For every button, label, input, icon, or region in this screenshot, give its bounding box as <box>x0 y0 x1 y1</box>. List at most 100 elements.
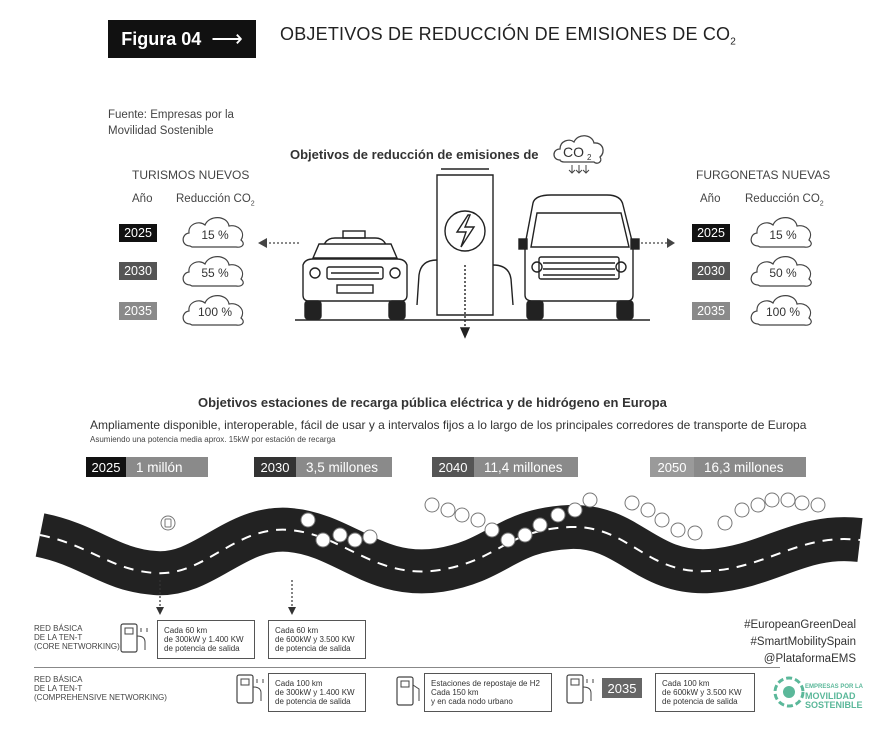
charger-icon <box>235 673 267 714</box>
vans-year-2025: 2025 <box>692 224 730 242</box>
cars-year-2025: 2025 <box>119 224 157 242</box>
vans-value-2025: 15 % <box>769 228 797 242</box>
vans-title: FURGONETAS NUEVAS <box>696 168 831 182</box>
pin-icon <box>810 497 826 513</box>
svg-text:2: 2 <box>587 153 592 162</box>
logo-text: EMPRESAS POR LA MOVILIDAD SOSTENIBLE <box>805 684 864 710</box>
road-illustration <box>30 485 870 620</box>
svg-text:CO: CO <box>563 144 584 160</box>
target-value: 3,5 millones <box>296 457 392 477</box>
cars-value-2025: 15 % <box>201 228 229 242</box>
pin-icon <box>160 515 176 531</box>
cloud-icon <box>180 251 250 296</box>
cloud-icon <box>748 290 818 335</box>
hashtags: #EuropeanGreenDeal #SmartMobilitySpain @… <box>700 617 856 668</box>
arrow-down-icon <box>288 607 296 615</box>
cars-year-2035: 2035 <box>119 302 157 320</box>
ev-charger-icon <box>416 168 514 339</box>
vans-value-2035: 100 % <box>765 305 801 319</box>
pin-icon <box>640 502 656 518</box>
pin-icon <box>424 497 440 513</box>
pin-icon <box>670 522 686 538</box>
target-value: 16,3 millones <box>694 457 806 477</box>
pin-icon <box>780 492 796 508</box>
cars-year-2030: 2030 <box>119 262 157 280</box>
target-year: 2030 <box>254 457 296 477</box>
vans-value-2030: 50 % <box>769 266 797 280</box>
target-year: 2025 <box>86 457 126 477</box>
pin-icon <box>470 512 486 528</box>
divider <box>34 667 780 668</box>
cloud-icon <box>748 212 818 257</box>
vans-col-year: Año <box>700 193 721 205</box>
cloud-icon <box>180 212 250 257</box>
arrow-left-icon <box>258 238 299 248</box>
pin-icon <box>532 517 548 533</box>
vans-col-reduction: Reducción CO2 <box>745 193 824 208</box>
vehicles-illustration <box>255 165 675 350</box>
charging-pins <box>160 492 826 548</box>
source-text: Fuente: Empresas por la Movilidad Sosten… <box>108 109 234 137</box>
figure-label-box: Figura 04 ⟶ <box>108 20 256 58</box>
pin-icon <box>764 492 780 508</box>
arrow-right-icon <box>641 238 675 248</box>
pin-icon <box>687 525 703 541</box>
cloud-icon <box>180 290 250 335</box>
pin-icon <box>315 532 331 548</box>
arrow-right-icon: ⟶ <box>211 26 243 51</box>
pin-icon <box>717 515 733 531</box>
charging-subtitle: Ampliamente disponible, interoperable, f… <box>90 418 807 432</box>
taxi-car-icon <box>302 230 408 320</box>
charging-heading: Objetivos estaciones de recarga pública … <box>198 395 667 410</box>
pin-icon <box>567 502 583 518</box>
charging-note: Asumiendo una potencia media aprox. 15kW… <box>90 435 336 444</box>
pin-icon <box>794 495 810 511</box>
target-value: 11,4 millones <box>474 457 578 477</box>
pin-icon <box>654 512 670 528</box>
logo-mark-icon <box>773 676 805 708</box>
pin-icon <box>347 532 363 548</box>
pin-icon <box>454 507 470 523</box>
page-title: OBJETIVOS DE REDUCCIÓN DE EMISIONES DE C… <box>280 24 737 48</box>
hydrogen-pump-icon <box>395 673 425 714</box>
pin-icon <box>624 495 640 511</box>
pin-icon <box>484 522 500 538</box>
emissions-heading: Objetivos de reducción de emisiones de <box>290 147 539 162</box>
pin-icon <box>362 529 378 545</box>
pin-icon <box>750 497 766 513</box>
pin-icon <box>734 502 750 518</box>
charger-icon <box>565 673 597 714</box>
pin-icon <box>582 492 598 508</box>
pin-icon <box>500 532 516 548</box>
pin-icon <box>550 507 566 523</box>
co2-cloud-icon: CO 2 <box>550 130 608 183</box>
charger-icon <box>119 622 151 663</box>
cars-value-2030: 55 % <box>201 266 229 280</box>
hashtag[interactable]: @PlataformaEMS <box>763 653 856 665</box>
cloud-icon <box>748 251 818 296</box>
ems-logo <box>772 672 806 717</box>
pin-icon <box>440 502 456 518</box>
vans-year-2035: 2035 <box>692 302 730 320</box>
target-year: 2040 <box>432 457 474 477</box>
target-2040: 2040 11,4 millones <box>432 457 578 477</box>
target-year: 2050 <box>650 457 694 477</box>
van-icon <box>518 194 640 320</box>
pin-icon <box>517 527 533 543</box>
figure-label: Figura 04 <box>121 28 202 49</box>
hashtag[interactable]: #SmartMobilitySpain <box>750 636 856 648</box>
hashtag[interactable]: #EuropeanGreenDeal <box>744 619 856 631</box>
cars-col-reduction: Reducción CO2 <box>176 193 255 208</box>
target-2030: 2030 3,5 millones <box>254 457 392 477</box>
target-2050: 2050 16,3 millones <box>650 457 806 477</box>
arrow-down-icon <box>156 607 164 615</box>
target-value: 1 millón <box>126 457 208 477</box>
target-2025: 2025 1 millón <box>86 457 208 477</box>
pin-icon <box>332 527 348 543</box>
